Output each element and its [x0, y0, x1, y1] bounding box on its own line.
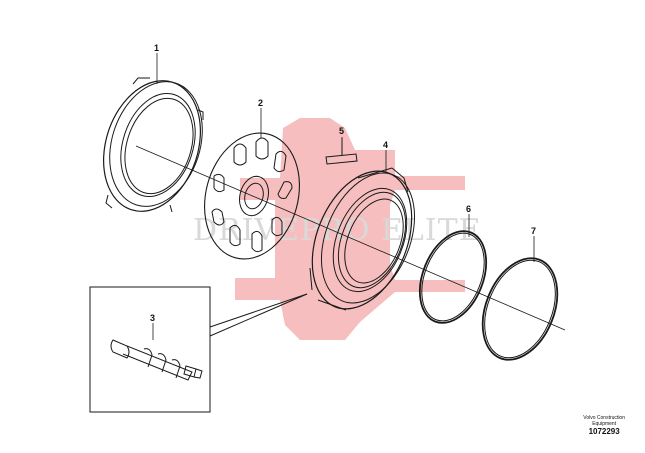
part-7-o-ring [481, 257, 559, 361]
brand-line-2: Equipment [592, 421, 617, 427]
callout-2: 2 [258, 98, 263, 108]
callout-1: 1 [154, 43, 159, 53]
callout-3: 3 [150, 313, 155, 323]
part-1-friction-disc [102, 77, 204, 213]
callout-4: 4 [383, 140, 388, 150]
part-3-valve-spool [110, 339, 203, 381]
part-4-piston [309, 167, 416, 311]
brand-line-1: Volvo Construction [583, 415, 625, 421]
part-2-separator-plate [204, 132, 300, 260]
leader-lines [152, 53, 535, 340]
watermark-gear-logo [235, 118, 465, 340]
watermark-text: DRIVEPRO ELITE [193, 213, 482, 248]
drawing-footer: Volvo Construction Equipment 1072293 [583, 415, 625, 437]
part-6-o-ring [418, 230, 488, 324]
callout-6: 6 [466, 204, 471, 214]
callout-5: 5 [339, 126, 344, 136]
detail-inset-box [89, 286, 308, 413]
part-5-pin [325, 138, 358, 165]
part-code: 1072293 [588, 427, 620, 436]
callout-7: 7 [531, 226, 536, 236]
assembly-axis [135, 145, 566, 331]
